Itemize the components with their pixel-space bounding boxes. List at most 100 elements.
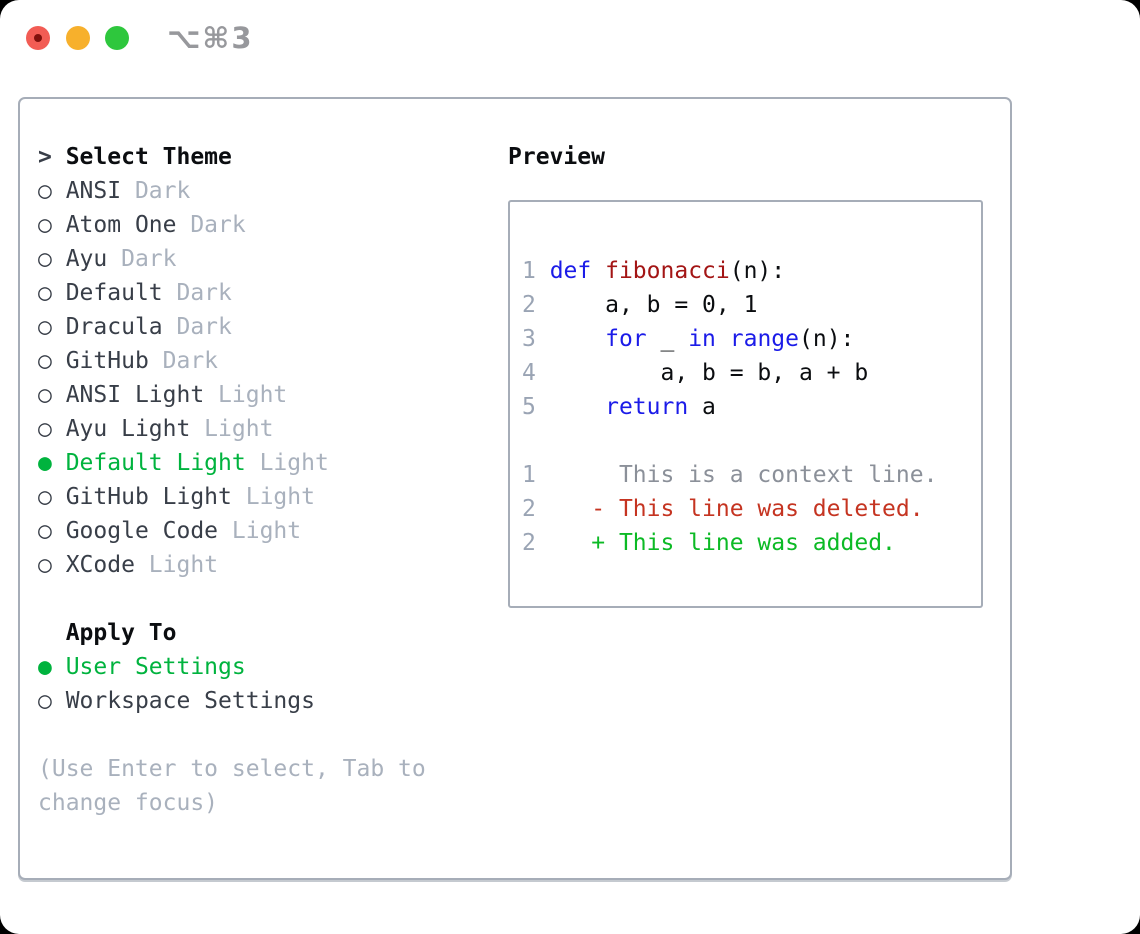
radio-unselected-icon: ○ [38, 178, 66, 204]
theme-name: Dracula [65, 314, 163, 340]
code-line: 5 return a [522, 390, 969, 424]
theme-option-default-light-light[interactable]: ● Default Light Light [38, 446, 426, 480]
theme-variant-tag: Dark [162, 280, 232, 306]
radio-unselected-icon: ○ [38, 484, 66, 510]
indent [38, 620, 66, 646]
diff-text: This is a context line. [535, 462, 938, 488]
help-text: (Use Enter to select, Tab to [38, 756, 426, 782]
theme-option-xcode-light[interactable]: ○ XCode Light [38, 548, 426, 582]
code-token: fibonacci [605, 258, 730, 284]
apply-to-header: Apply To [38, 616, 426, 650]
code-token: in [688, 326, 716, 352]
code-token [550, 326, 605, 352]
theme-option-atom-one-dark[interactable]: ○ Atom One Dark [38, 208, 426, 242]
line-number: 1 [522, 258, 550, 284]
theme-option-default-dark[interactable]: ○ Default Dark [38, 276, 426, 310]
code-line: 3 for _ in range(n): [522, 322, 969, 356]
line-number: 2 [522, 292, 550, 318]
theme-name: GitHub [65, 348, 149, 374]
theme-name: Default [65, 280, 163, 306]
theme-variant-tag: Dark [148, 348, 219, 374]
theme-option-google-code-light[interactable]: ○ Google Code Light [38, 514, 426, 548]
theme-variant-tag: Light [190, 416, 274, 442]
theme-variant-tag: Light [231, 484, 315, 510]
theme-option-ayu-light-light[interactable]: ○ Ayu Light Light [38, 412, 426, 446]
radio-unselected-icon: ○ [38, 212, 66, 238]
close-button[interactable] [26, 26, 50, 50]
window-shortcut-title: ⌥⌘3 [167, 21, 254, 55]
theme-list: > Select Theme ○ ANSI Dark○ Atom One Dar… [38, 140, 426, 820]
code-token [716, 326, 730, 352]
code-line: 4 a, b = b, a + b [522, 356, 969, 390]
code-token: (n): [799, 326, 855, 352]
line-number: 3 [522, 326, 550, 352]
theme-variant-tag: Dark [121, 178, 191, 204]
theme-variant-tag: Light [218, 518, 302, 544]
spacer [38, 718, 426, 752]
theme-option-ansi-light-light[interactable]: ○ ANSI Light Light [38, 378, 426, 412]
theme-list-header: > Select Theme [38, 140, 426, 174]
diff-text: + This line was added. [535, 530, 896, 556]
spacer [522, 424, 969, 458]
code-token: def [549, 258, 592, 284]
theme-name: Ayu [65, 246, 108, 272]
line-number: 1 [522, 462, 536, 488]
theme-option-ayu-dark[interactable]: ○ Ayu Dark [38, 242, 426, 276]
theme-option-github-light-light[interactable]: ○ GitHub Light Light [38, 480, 426, 514]
theme-name: GitHub Light [65, 484, 232, 510]
radio-unselected-icon: ○ [38, 518, 66, 544]
theme-variant-tag: Light [134, 552, 219, 578]
theme-name: Ayu Light [65, 416, 191, 442]
diff-line-added: 2 + This line was added. [522, 526, 969, 560]
radio-unselected-icon: ○ [38, 246, 66, 272]
theme-option-ansi-dark[interactable]: ○ ANSI Dark [38, 174, 426, 208]
theme-name: Google Code [65, 518, 219, 544]
radio-unselected-icon: ○ [38, 416, 66, 442]
code-line: 1 def fibonacci(n): [522, 254, 969, 288]
theme-name: ANSI [65, 178, 122, 204]
radio-selected-icon: ● [38, 654, 66, 680]
apply-option-user-settings[interactable]: ● User Settings [38, 650, 426, 684]
code-token [591, 258, 605, 284]
theme-name: ANSI Light [65, 382, 205, 408]
theme-option-github-dark[interactable]: ○ GitHub Dark [38, 344, 426, 378]
zoom-button[interactable] [105, 26, 129, 50]
radio-unselected-icon: ○ [38, 314, 66, 340]
code-token: a, b = 0, 1 [549, 292, 758, 318]
code-token: (n): [729, 258, 786, 284]
theme-variant-tag: Dark [162, 314, 232, 340]
radio-unselected-icon: ○ [38, 280, 66, 306]
theme-variant-tag: Dark [176, 212, 246, 238]
theme-list-title: Select Theme [65, 144, 232, 170]
apply-option-label: Workspace Settings [65, 688, 315, 714]
line-number: 2 [522, 496, 536, 522]
radio-unselected-icon: ○ [38, 382, 66, 408]
radio-selected-icon: ● [38, 450, 66, 476]
theme-name: XCode [65, 552, 135, 578]
code-line: 2 a, b = 0, 1 [522, 288, 969, 322]
diff-line-deleted: 2 - This line was deleted. [522, 492, 969, 526]
theme-option-dracula-dark[interactable]: ○ Dracula Dark [38, 310, 426, 344]
theme-name: Default Light [65, 450, 246, 476]
spacer [38, 582, 426, 616]
preview-title: Preview [508, 144, 605, 170]
diff-line-context: 1 This is a context line. [522, 458, 969, 492]
code-token: _ [646, 326, 689, 352]
theme-picker-panel [18, 97, 1012, 880]
code-token: for [605, 326, 647, 352]
code-token: return [605, 394, 689, 420]
code-token [550, 394, 605, 420]
theme-name: Atom One [65, 212, 177, 238]
code-token: range [729, 326, 799, 352]
theme-variant-tag: Light [204, 382, 288, 408]
apply-option-label: User Settings [65, 654, 246, 680]
apply-option-workspace-settings[interactable]: ○ Workspace Settings [38, 684, 426, 718]
minimize-button[interactable] [66, 26, 90, 50]
code-token: a, b = b, a + b [549, 360, 869, 386]
focus-caret-icon: > [38, 144, 66, 170]
preview-header: Preview [508, 140, 605, 174]
radio-unselected-icon: ○ [38, 348, 66, 374]
radio-unselected-icon: ○ [38, 688, 66, 714]
